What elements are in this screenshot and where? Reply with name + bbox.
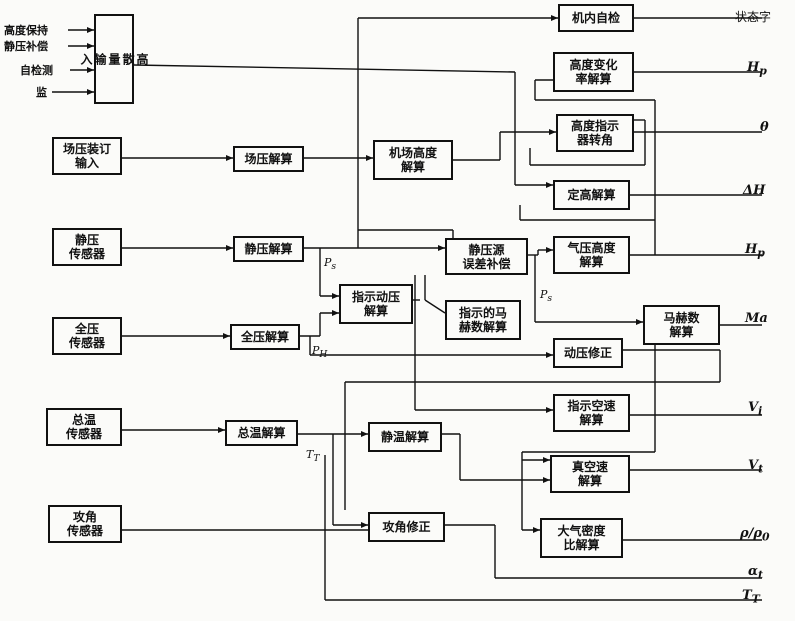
ias-calc-box: 指示空速 解算: [553, 394, 630, 432]
signal-tt: TT: [306, 448, 320, 465]
density-calc-box: 大气密度 比解算: [540, 518, 623, 558]
static-calc-box: 静压解算: [233, 236, 304, 262]
total-sensor-box: 全压 传感器: [52, 317, 122, 355]
output-vi: Vi: [748, 400, 763, 418]
indicated-dyn-box: 指示动压 解算: [339, 284, 413, 324]
bit-box: 机内自检: [558, 4, 634, 32]
total-temp-calc-box: 总温解算: [225, 420, 298, 446]
aoa-sensor-box: 攻角 传感器: [48, 505, 122, 543]
output-rho: ρ/ρ0: [740, 526, 770, 544]
input-label: 高度保持: [4, 24, 48, 37]
aoa-correct-box: 攻角修正: [368, 512, 445, 542]
tas-calc-box: 真空速 解算: [550, 455, 630, 493]
signal-ps2: Ps: [540, 288, 553, 305]
field-pressure-calc-box: 场压解算: [233, 146, 304, 172]
temp-sensor-box: 总温 传感器: [46, 408, 122, 446]
output-dh: ΔH: [743, 183, 766, 198]
output-theta: θ: [760, 120, 769, 135]
input-label: 自检测: [20, 64, 53, 77]
alt-hold-box: 定高解算: [553, 180, 630, 210]
mach-calc-box: 马赫数 解算: [643, 305, 720, 345]
static-temp-box: 静温解算: [368, 422, 442, 452]
total-calc-box: 全压解算: [230, 324, 300, 350]
static-err-box: 静压源 误差补偿: [445, 238, 528, 275]
output-tt: TT: [742, 588, 760, 606]
output-status: 状态字: [735, 10, 772, 24]
output-vt: Vt: [748, 458, 764, 476]
indicated-mach-box: 指示的马 赫数解算: [445, 300, 521, 340]
baro-alt-box: 气压高度 解算: [553, 236, 630, 274]
input-label: 静压补偿: [4, 40, 48, 53]
output-alpha: αt: [748, 564, 764, 582]
airport-alt-box: 机场高度 解算: [373, 140, 453, 180]
alt-ind-box: 高度指示 器转角: [556, 114, 634, 152]
output-hp: Hp: [745, 242, 765, 260]
output-hrate: Hp: [747, 60, 767, 78]
signal-ph: PH: [312, 344, 328, 361]
discrete-input-box: 高 散 量 输 入: [79, 14, 149, 104]
input-label: 监: [36, 86, 47, 99]
output-ma: Ma: [745, 311, 768, 326]
dyn-correct-box: 动压修正: [553, 338, 623, 368]
field-pressure-input-box: 场压装订 输入: [52, 137, 122, 175]
alt-rate-box: 高度变化 率解算: [553, 52, 634, 92]
signal-ps: Ps: [324, 256, 337, 273]
static-sensor-box: 静压 传感器: [52, 228, 122, 266]
